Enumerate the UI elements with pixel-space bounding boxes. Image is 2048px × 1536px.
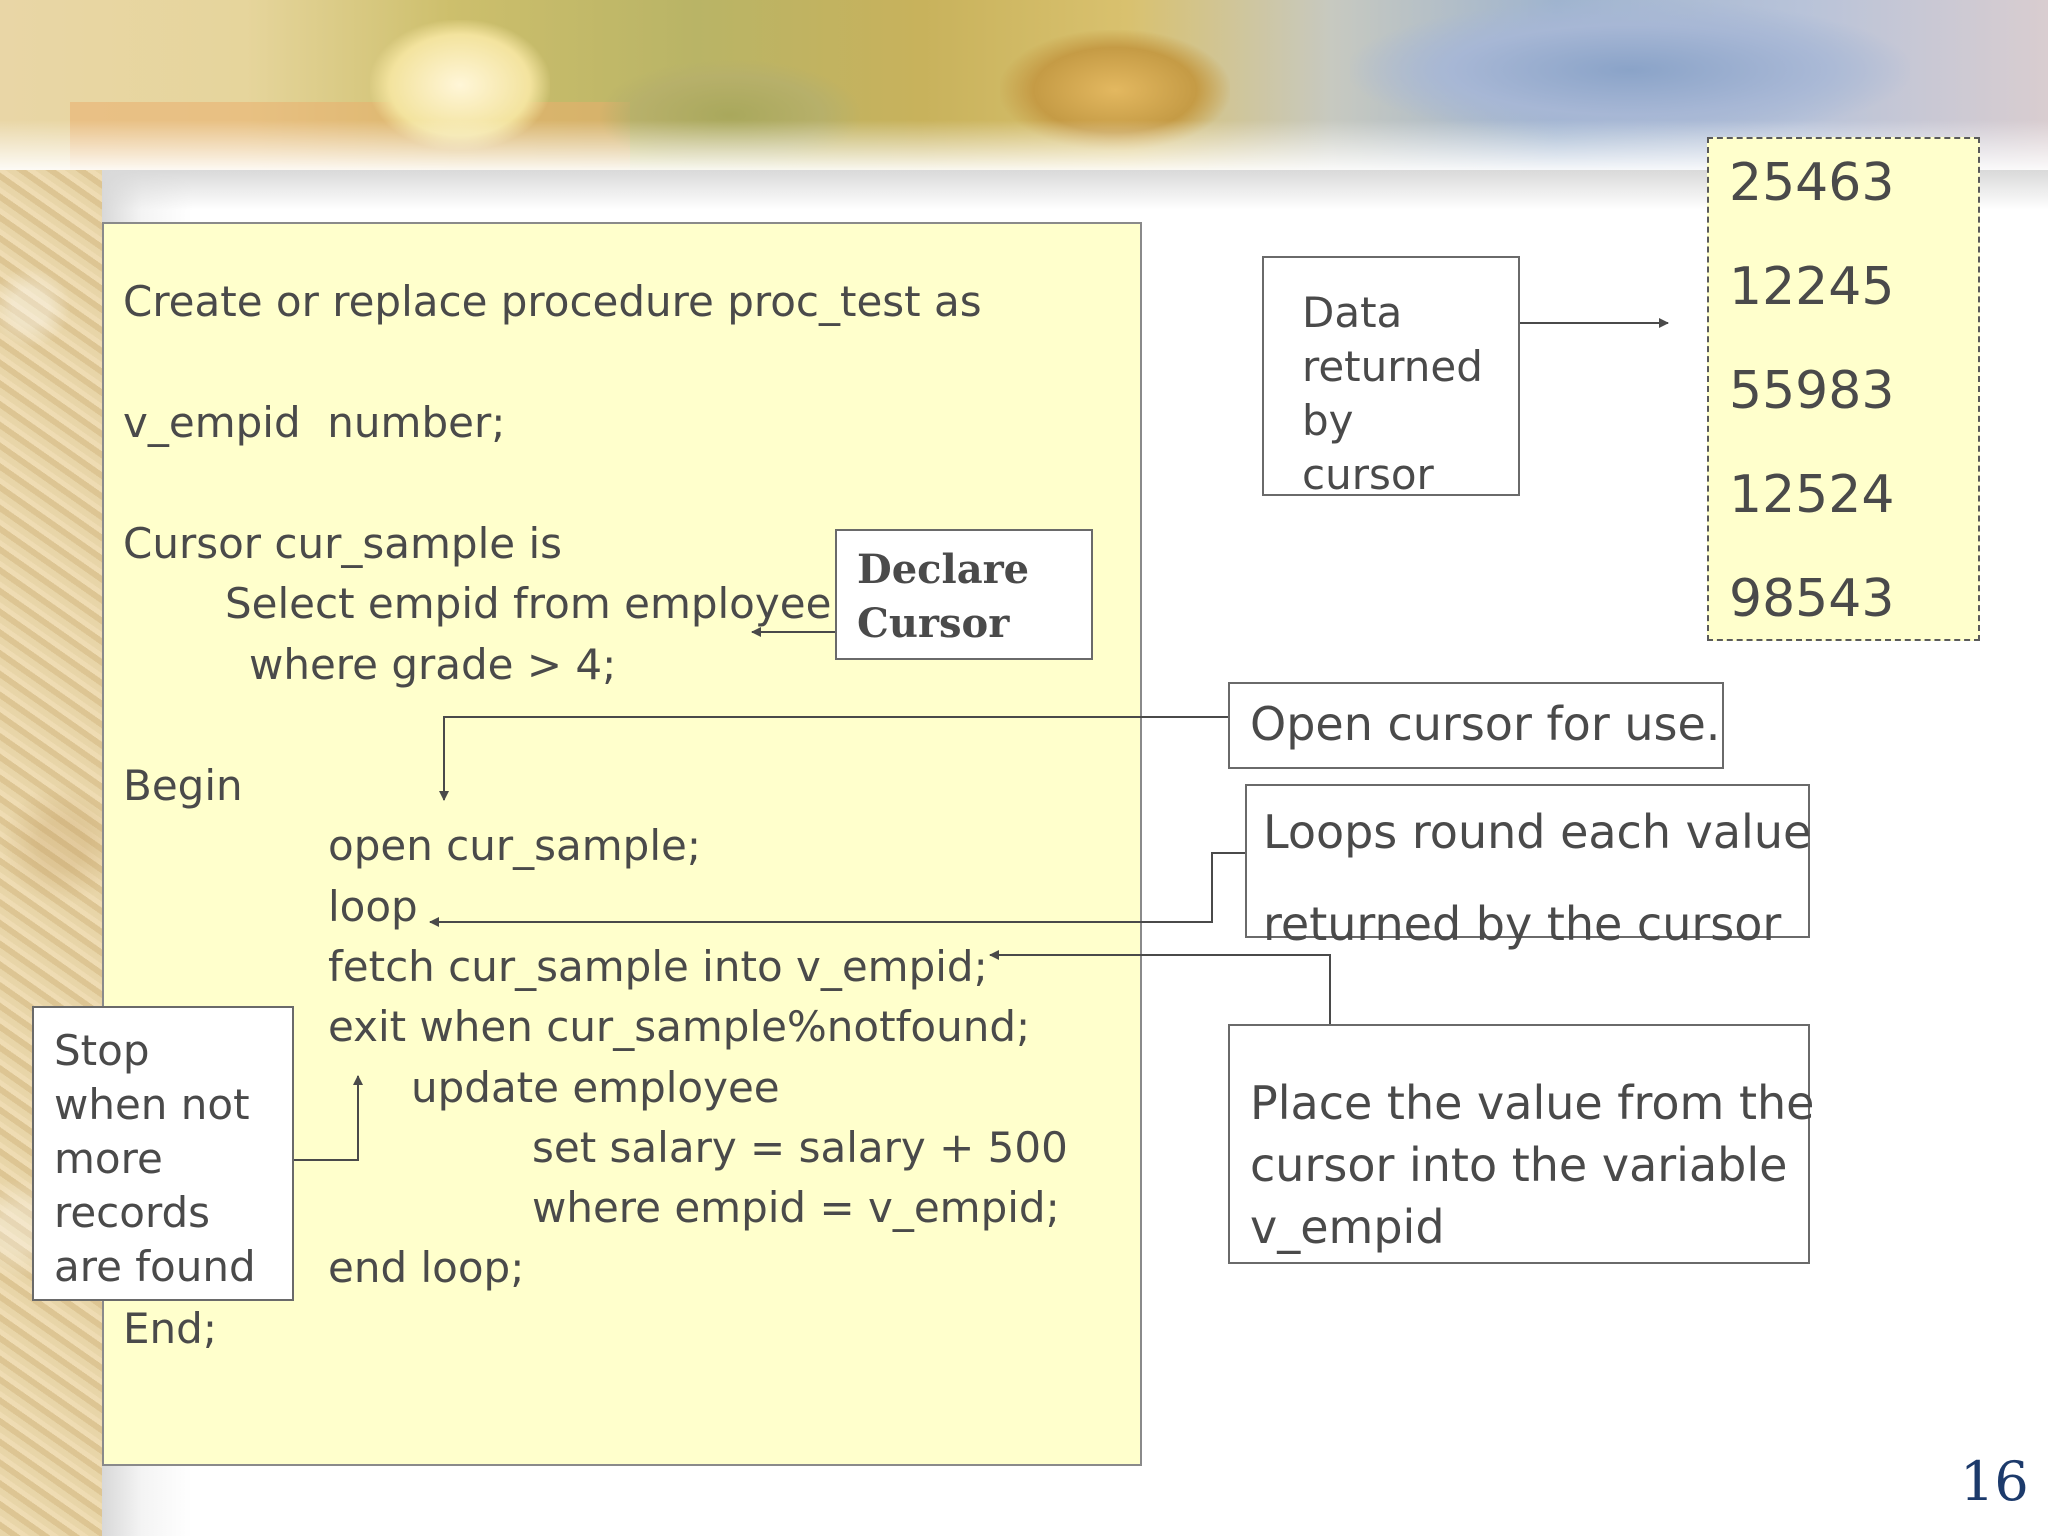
code-line-loop: loop bbox=[328, 882, 418, 931]
code-line-where-grade: where grade > 4; bbox=[249, 640, 617, 689]
code-line-fetch: fetch cur_sample into v_empid; bbox=[328, 942, 988, 991]
declare-cursor-callout: Declare Cursor bbox=[835, 529, 1093, 660]
code-line-create: Create or replace procedure proc_test as bbox=[123, 277, 982, 326]
top-banner-decoration bbox=[0, 0, 2048, 170]
stop-condition-callout: Stop when not more records are found bbox=[32, 1006, 294, 1301]
open-cursor-callout: Open cursor for use. bbox=[1228, 682, 1724, 769]
data-returned-callout: Data returned by cursor bbox=[1262, 256, 1520, 496]
code-line-where-empid: where empid = v_empid; bbox=[532, 1183, 1060, 1232]
cursor-value: 25463 bbox=[1729, 153, 1895, 213]
place-value-callout: Place the value from the cursor into the… bbox=[1228, 1024, 1814, 1264]
code-line-select: Select empid from employee bbox=[225, 579, 832, 628]
cursor-value: 98543 bbox=[1729, 569, 1895, 629]
page-number: 16 bbox=[1960, 1450, 2029, 1513]
code-line-set-salary: set salary = salary + 500 bbox=[532, 1123, 1068, 1172]
left-decorative-strip bbox=[0, 0, 102, 1536]
code-line-update: update employee bbox=[411, 1063, 780, 1112]
code-line-open: open cur_sample; bbox=[328, 821, 701, 870]
code-line-cursor: Cursor cur_sample is bbox=[123, 519, 562, 568]
code-line-end-loop: end loop; bbox=[328, 1243, 525, 1292]
cursor-values-list: 25463 12245 55983 12524 98543 bbox=[1707, 137, 1980, 641]
cursor-value: 12524 bbox=[1729, 465, 1895, 525]
code-line-exit: exit when cur_sample%notfound; bbox=[328, 1002, 1031, 1051]
cursor-value: 55983 bbox=[1729, 361, 1895, 421]
cursor-value: 12245 bbox=[1729, 257, 1895, 317]
code-line-end: End; bbox=[123, 1304, 217, 1353]
loops-callout: Loops round each value returned by the c… bbox=[1245, 784, 1811, 951]
code-line-variable: v_empid number; bbox=[123, 398, 506, 447]
code-line-begin: Begin bbox=[123, 761, 243, 810]
